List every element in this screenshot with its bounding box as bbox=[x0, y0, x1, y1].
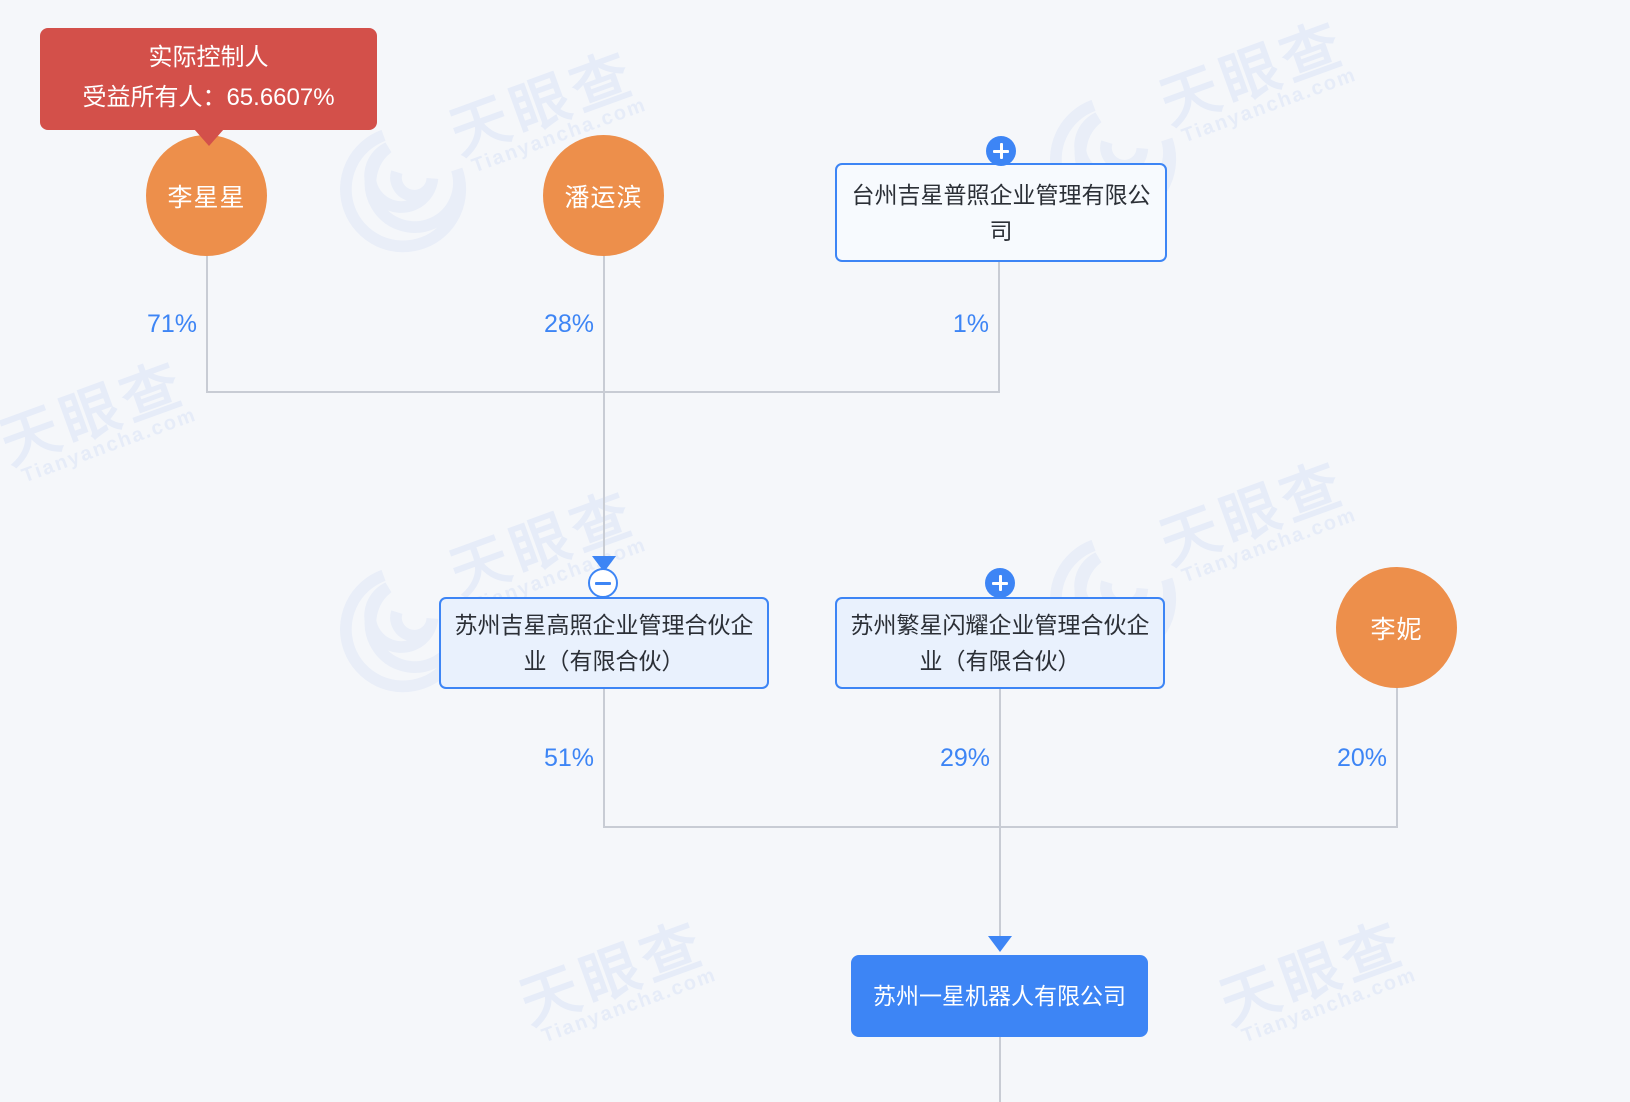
expand-badge-suzhou-fanxing-shanyao[interactable] bbox=[985, 568, 1015, 598]
connector-li-xingxing bbox=[206, 255, 208, 393]
percent-li-ni-to-target: 20% bbox=[1336, 744, 1387, 772]
node-li-ni-label: 李妮 bbox=[1370, 615, 1423, 644]
collapse-badge-suzhou-jixing-gaozhao[interactable] bbox=[588, 568, 618, 598]
watermark-subtext: Tianyancha.com bbox=[1178, 63, 1360, 148]
node-li-xingxing[interactable]: 李星星 bbox=[146, 135, 267, 256]
percent-pan-yunbin-to-jixing: 28% bbox=[543, 310, 594, 338]
tooltip-pointer-icon bbox=[193, 129, 224, 146]
connector-li-ni-down bbox=[1396, 688, 1398, 827]
node-suzhou-jixing-gaozhao-label: 苏州吉星高照企业管理合伙企业（有限合伙） bbox=[454, 612, 754, 674]
percent-fanxing-to-target: 29% bbox=[939, 744, 990, 772]
percent-li-xingxing-to-jixing: 71% bbox=[146, 310, 197, 338]
node-suzhou-jixing-gaozhao[interactable]: 苏州吉星高照企业管理合伙企业（有限合伙） bbox=[439, 597, 769, 689]
node-taizhou-jixing-puzhao-label: 台州吉星普照企业管理有限公司 bbox=[851, 181, 1151, 244]
watermark-text: 天眼查 bbox=[511, 910, 715, 1037]
expand-badge-taizhou[interactable] bbox=[986, 136, 1016, 166]
node-suzhou-fanxing-shanyao-label: 苏州繁星闪耀企业管理合伙企业（有限合伙） bbox=[850, 612, 1150, 674]
plus-icon bbox=[993, 143, 1009, 159]
node-pan-yunbin-label: 潘运滨 bbox=[564, 183, 643, 212]
arrowhead-target-icon bbox=[988, 936, 1012, 952]
node-pan-yunbin[interactable]: 潘运滨 bbox=[543, 135, 664, 256]
plus-icon bbox=[992, 575, 1008, 591]
watermark-text: 天眼查 bbox=[1151, 450, 1355, 577]
node-target-company-label: 苏州一星机器人有限公司 bbox=[873, 983, 1126, 1009]
node-li-xingxing-label: 李星星 bbox=[167, 183, 246, 212]
percent-taizhou-to-jixing: 1% bbox=[952, 310, 989, 338]
node-taizhou-jixing-puzhao[interactable]: 台州吉星普照企业管理有限公司 bbox=[835, 163, 1167, 262]
connector-pan-yunbin bbox=[603, 255, 605, 393]
percent-jixing-to-target: 51% bbox=[543, 744, 594, 772]
connector-taizhou bbox=[998, 262, 1000, 393]
node-suzhou-fanxing-shanyao[interactable]: 苏州繁星闪耀企业管理合伙企业（有限合伙） bbox=[835, 597, 1165, 689]
connector-target-down bbox=[999, 1037, 1001, 1102]
watermark-text: 天眼查 bbox=[1151, 10, 1355, 137]
watermark-text: 天眼查 bbox=[0, 350, 195, 477]
watermark-subtext: Tianyancha.com bbox=[1178, 503, 1360, 588]
actual-controller-tooltip: 实际控制人 受益所有人：65.6607% bbox=[40, 28, 377, 146]
connector-junction-to-jixing bbox=[603, 391, 605, 566]
connector-junction-to-target bbox=[999, 826, 1001, 946]
node-li-ni[interactable]: 李妮 bbox=[1336, 567, 1457, 688]
connector-jixing-down bbox=[603, 687, 605, 827]
minus-icon bbox=[595, 575, 611, 591]
watermark-subtext: Tianyancha.com bbox=[1238, 963, 1420, 1048]
watermark-swirl-icon bbox=[340, 129, 467, 253]
watermark-text: 天眼查 bbox=[1211, 910, 1415, 1037]
tooltip-line-1: 实际控制人 bbox=[148, 44, 269, 71]
watermark-subtext: Tianyancha.com bbox=[538, 963, 720, 1048]
connector-fanxing-down bbox=[999, 687, 1001, 827]
watermark-subtext: Tianyancha.com bbox=[18, 403, 200, 488]
node-target-company[interactable]: 苏州一星机器人有限公司 bbox=[851, 955, 1148, 1037]
tooltip-line-2: 受益所有人：65.6607% bbox=[82, 84, 335, 111]
